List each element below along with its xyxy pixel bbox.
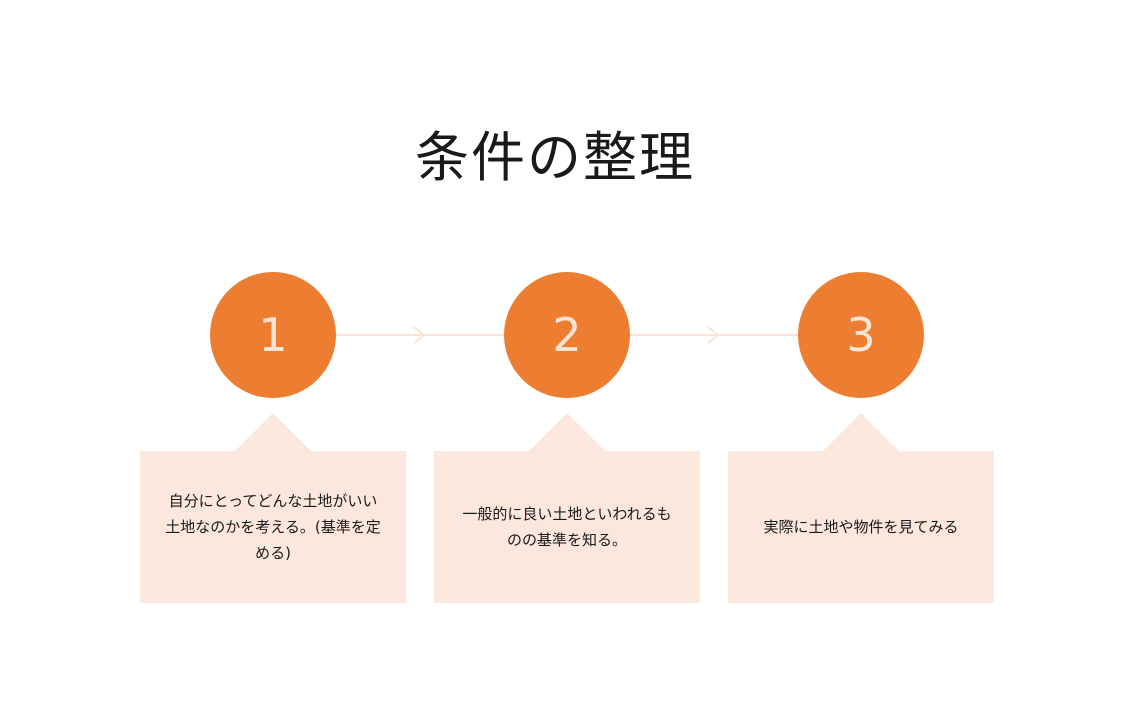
callout-box: 実際に土地や物件を見てみる [728, 451, 994, 603]
connector-line-1 [336, 334, 508, 336]
step-callout: 自分にとってどんな土地がいい土地なのかを考える。(基準を定める) [140, 413, 406, 603]
callout-pointer [235, 413, 311, 451]
step-number-circle: 3 [798, 272, 924, 398]
callout-pointer [823, 413, 899, 451]
chevron-right-icon [707, 326, 720, 344]
callout-box: 一般的に良い土地といわれるものの基準を知る。 [434, 451, 700, 603]
step-description: 自分にとってどんな土地がいい土地なのかを考える。(基準を定める) [165, 492, 381, 562]
chevron-right-icon [413, 326, 426, 344]
step-number-circle: 2 [504, 272, 630, 398]
callout-box: 自分にとってどんな土地がいい土地なのかを考える。(基準を定める) [140, 451, 406, 603]
step-callout: 実際に土地や物件を見てみる [728, 413, 994, 603]
step-callout: 一般的に良い土地といわれるものの基準を知る。 [434, 413, 700, 603]
slide-title: 条件の整理 [415, 126, 695, 189]
connector-line-2 [630, 334, 802, 336]
step-description: 一般的に良い土地といわれるものの基準を知る。 [462, 505, 672, 549]
step-number-circle: 1 [210, 272, 336, 398]
callout-pointer [529, 413, 605, 451]
step-description: 実際に土地や物件を見てみる [763, 518, 959, 536]
